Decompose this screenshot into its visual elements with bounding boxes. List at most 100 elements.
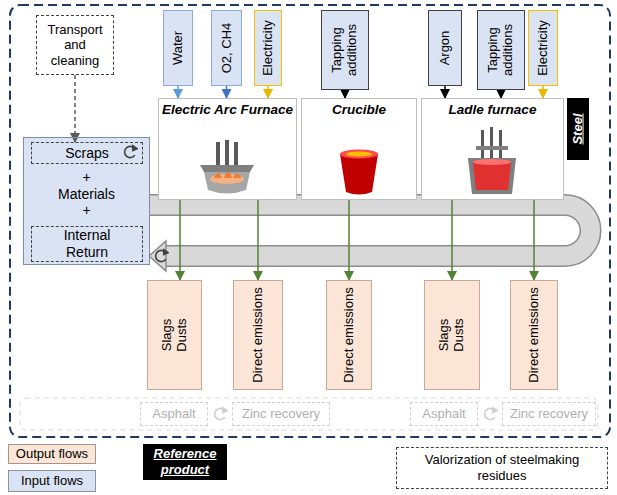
input-flow-box: Tapping additions <box>477 10 525 90</box>
valorization-box: Asphalt <box>410 402 478 426</box>
flow-arrow <box>444 86 446 98</box>
flow-label: Direct emissions <box>342 284 357 386</box>
legend-label: Reference product <box>147 446 223 477</box>
process-box: Electric Arc Furnace <box>158 98 297 200</box>
box-label: Ladle furnace <box>422 99 563 118</box>
flow-label: Direct emissions <box>527 284 542 386</box>
process-box: Ladle furnace <box>421 98 564 200</box>
legend-sample: Valorization of steelmaking residues <box>396 447 608 489</box>
eaf-illustration <box>200 140 254 194</box>
crucible-illustration <box>340 150 378 159</box>
eaf-illustration <box>200 165 254 172</box>
box-label: + <box>82 202 90 219</box>
box-label: Asphalt <box>422 406 465 422</box>
legend-label: Valorization of steelmaking residues <box>405 452 599 483</box>
flow-label: Slags Dusts <box>160 312 190 358</box>
box-label: + <box>82 169 90 186</box>
flow-arrow <box>451 200 453 280</box>
box-label: Asphalt <box>152 406 195 422</box>
text-group: +Materials+ <box>24 165 149 223</box>
input-box: Scraps <box>31 142 143 164</box>
valorization-row <box>20 398 598 430</box>
ladle-furnace-illustration <box>468 127 516 194</box>
eaf-illustration <box>216 142 220 166</box>
input-flow-box: O2, CH4 <box>211 10 242 86</box>
flow-arrow <box>226 86 228 98</box>
flow-band <box>156 249 169 262</box>
flow-arrow <box>533 200 535 280</box>
flow-label: Direct emissions <box>251 284 266 386</box>
flow-label: Water <box>171 14 186 82</box>
flow-band <box>145 205 591 256</box>
flow-arrow <box>542 86 544 98</box>
ladle-furnace-illustration <box>468 158 516 194</box>
crucible-illustration <box>340 150 378 195</box>
recycle-symbol <box>125 145 138 158</box>
ladle-furnace-illustration <box>476 146 508 150</box>
box-label: Scraps <box>65 145 109 162</box>
recycle-symbol <box>215 407 228 420</box>
flow-arrow <box>348 200 350 280</box>
box-label: Zinc recovery <box>242 406 320 422</box>
input-flow-box: Tapping additions <box>321 10 369 90</box>
process-fill <box>301 98 417 200</box>
flow-arrow <box>179 200 181 280</box>
ladle-furnace-illustration <box>473 162 511 190</box>
legend-label: Input flows <box>21 473 83 489</box>
flow-label: Tapping additions <box>330 14 360 86</box>
eaf-illustration <box>214 172 241 178</box>
flow-arrow <box>177 86 179 98</box>
output-flow-box: Slags Dusts <box>424 280 480 390</box>
box-label: Internal Return <box>52 227 122 261</box>
flow-arrow <box>500 90 502 98</box>
valorization-box: Asphalt <box>140 402 208 426</box>
input-flow-box: Argon <box>428 10 462 86</box>
legend-label: Output flows <box>16 446 88 462</box>
legend-swatch: Input flows <box>8 470 96 492</box>
input-flow-box: Water <box>163 10 193 86</box>
process-fill <box>158 98 297 200</box>
flow-label: Tapping additions <box>486 14 516 86</box>
valorization-box: Zinc recovery <box>232 402 330 426</box>
ladle-furnace-illustration <box>473 159 511 165</box>
legend-swatch: Output flows <box>8 444 96 464</box>
output-flow-box: Direct emissions <box>326 280 372 390</box>
flow-label: O2, CH4 <box>219 14 234 82</box>
flow-band <box>149 241 166 271</box>
crucible-illustration <box>346 152 372 157</box>
box-label: Crucible <box>302 99 416 118</box>
eaf-illustration <box>234 142 238 166</box>
output-flow-box: Direct emissions <box>510 280 558 390</box>
input-group-box: +Materials+ ScrapsInternal Return <box>23 137 150 265</box>
input-box: Internal Return <box>31 226 143 262</box>
flow-arrow <box>344 90 346 98</box>
flow-label: Argon <box>438 14 453 82</box>
flow-arrow <box>267 86 269 98</box>
flow-label: Slags Dusts <box>437 312 467 358</box>
process-fill <box>421 98 564 200</box>
process-box: Crucible <box>301 98 417 200</box>
flow-arrow <box>257 200 259 280</box>
output-flow-box: Direct emissions <box>233 280 283 390</box>
recycle-symbol <box>485 407 498 420</box>
process-box: Transport and cleaning <box>36 15 114 75</box>
output-flow-box: Slags Dusts <box>147 280 202 390</box>
input-flow-box: Electricity <box>528 10 558 86</box>
flow-band <box>145 205 591 256</box>
box-label: Zinc recovery <box>510 406 588 422</box>
eaf-illustration <box>225 140 229 166</box>
flow-label: Steel <box>571 102 586 156</box>
input-group-fill <box>23 137 150 265</box>
flow-label: Electricity <box>536 14 551 82</box>
crucible-illustration <box>340 154 378 195</box>
box-label: Materials <box>58 186 115 203</box>
input-flow-box: Electricity <box>254 10 282 86</box>
system-boundary <box>10 5 610 437</box>
box-label: Electric Arc Furnace <box>159 99 296 118</box>
reference-product-box: Steel <box>567 98 589 160</box>
flow-arrow <box>74 75 76 142</box>
flow-label: Electricity <box>261 14 276 82</box>
valorization-box: Zinc recovery <box>502 402 596 426</box>
eaf-illustration <box>204 172 250 194</box>
legend-swatch: Reference product <box>143 444 227 480</box>
